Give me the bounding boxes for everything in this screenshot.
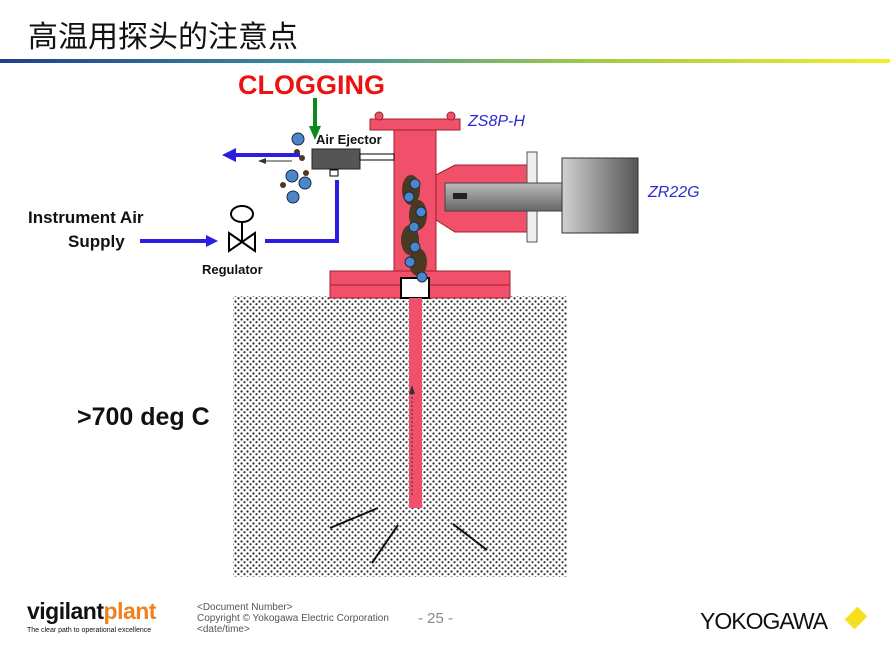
supply-label: Supply [68, 232, 125, 251]
date-time: <date/time> [197, 624, 250, 635]
arrow-down-icon [309, 126, 321, 140]
air-ejector-label: Air Ejector [316, 132, 382, 147]
furnace-wall [233, 296, 567, 577]
tagline: The clear path to operational excellence [27, 627, 152, 634]
yokogawa-logo: YOKOGAWA [700, 608, 828, 634]
probe-tube [409, 298, 422, 508]
probe-housing [561, 157, 639, 234]
clogging-label: CLOGGING [238, 70, 385, 100]
page-number: - 25 - [418, 610, 454, 627]
instrument-air-label: Instrument Air [28, 208, 144, 227]
temperature-label: >700 deg C [77, 403, 210, 431]
regulator-label: Regulator [202, 262, 263, 277]
zs8p-label: ZS8P-H [467, 113, 525, 130]
top-flange [369, 118, 461, 131]
vigilantplant-logo: vigilantplant [27, 598, 156, 624]
regulator-valve [228, 205, 256, 253]
title-divider [0, 59, 890, 63]
air-ejector [311, 148, 361, 170]
clog-particles [401, 175, 428, 283]
copyright: Copyright © Yokogawa Electric Corporatio… [197, 613, 389, 624]
page-title: 高温用探头的注意点 [28, 20, 298, 55]
zr22g-label: ZR22G [647, 184, 700, 201]
document-number: <Document Number> [197, 602, 293, 613]
